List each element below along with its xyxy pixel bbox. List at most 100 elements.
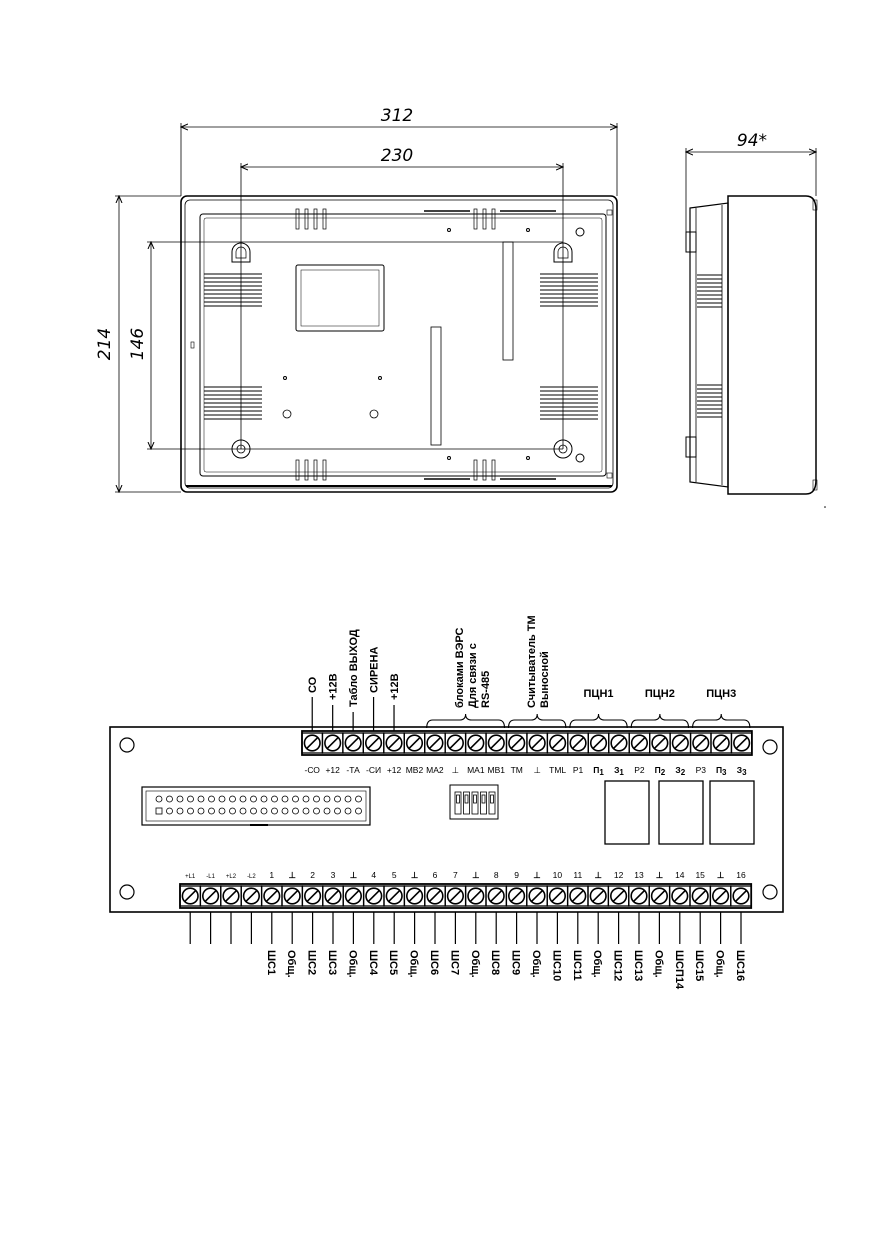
bottom-terminal-number: 5 xyxy=(392,870,397,880)
bottom-terminal-number: ⊥ xyxy=(533,870,541,880)
wire-label: ШС12 xyxy=(612,950,624,981)
group-label: Табло ВЫХОД xyxy=(348,629,360,707)
group-label: блоками ВЭРС xyxy=(454,628,466,708)
bottom-terminal-number: 3 xyxy=(331,870,336,880)
wire-label: Общ. xyxy=(652,950,664,978)
top-terminal-0: -СО xyxy=(301,732,324,775)
bottom-terminal-number: 12 xyxy=(614,870,624,880)
wire-label: ШС1 xyxy=(265,950,277,975)
top-terminal-label: MA2 xyxy=(426,765,444,775)
wire-label: Общ. xyxy=(714,950,726,978)
wire-label: ШС13 xyxy=(632,950,644,981)
wire-label: ШС7 xyxy=(448,950,460,975)
top-terminal-2: -ТА xyxy=(342,732,364,775)
front-dimensions xyxy=(115,123,617,492)
dim-depth: 94* xyxy=(737,131,767,151)
wire-label: ШС4 xyxy=(367,950,379,976)
top-terminal-8: MA1 xyxy=(464,732,487,775)
dim-height-total: 214 xyxy=(95,328,115,360)
top-terminal-label: П3 xyxy=(716,765,727,777)
top-terminal-label: -СО xyxy=(305,765,321,775)
top-terminal-21: З3 xyxy=(730,732,753,777)
bottom-terminal-number: 9 xyxy=(514,870,519,880)
top-terminal-label: P1 xyxy=(573,765,584,775)
top-terminal-label: TM xyxy=(511,765,523,775)
top-terminal-12: TML xyxy=(546,732,569,775)
top-terminal-label: MB1 xyxy=(488,765,506,775)
wire-label: ШС3 xyxy=(326,950,338,975)
bottom-terminal-20: ⊥Общ. xyxy=(587,870,610,978)
group-label: СИРЕНА xyxy=(369,647,381,693)
wire-label: ШС11 xyxy=(571,950,583,981)
wire-label: ШС16 xyxy=(734,950,746,981)
group-label: СО xyxy=(307,676,319,693)
bottom-terminal-number: ⊥ xyxy=(656,870,664,880)
top-terminal-label: ⊥ xyxy=(452,765,460,775)
wire-label: ШС6 xyxy=(428,950,440,975)
top-terminal-label: З3 xyxy=(737,765,747,777)
bottom-terminal-3: -L2 xyxy=(240,874,263,944)
wire-label: ШС9 xyxy=(510,950,522,975)
top-terminal-label: P3 xyxy=(696,765,707,775)
bottom-terminal-17: ⊥Общ. xyxy=(526,870,548,978)
top-terminal-label: П2 xyxy=(655,765,666,777)
wire-label: Общ. xyxy=(469,950,481,978)
bottom-terminal-11: ⊥Общ. xyxy=(403,870,426,978)
bottom-terminal-number: 16 xyxy=(736,870,746,880)
side-dimensions xyxy=(686,148,816,232)
top-terminal-4: +12 xyxy=(383,732,405,775)
wire-label: ШС15 xyxy=(693,950,705,981)
bottom-terminal-number: ⊥ xyxy=(594,870,602,880)
bottom-terminal-number: 14 xyxy=(675,870,685,880)
terminal-board xyxy=(109,726,784,913)
bottom-terminal-number: 15 xyxy=(695,870,705,880)
top-terminal-18: З2 xyxy=(669,732,692,777)
wire-label: ШС8 xyxy=(489,950,501,975)
bottom-terminal-number: -L1 xyxy=(206,874,215,880)
bottom-terminal-1: -L1 xyxy=(199,874,222,944)
bottom-terminal-number: ⊥ xyxy=(350,870,358,880)
top-terminal-5: MB2 xyxy=(403,732,426,775)
top-terminal-label: +12 xyxy=(325,765,340,775)
top-terminal-6: MA2 xyxy=(424,732,446,775)
dim-width-total: 312 xyxy=(381,106,413,126)
bottom-terminal-number: 8 xyxy=(494,870,499,880)
wire-label: ШСП14 xyxy=(673,950,685,990)
group-label: Выносной xyxy=(539,651,551,708)
bottom-terminal-number: ⊥ xyxy=(472,870,480,880)
wire-label: ШС2 xyxy=(306,950,318,975)
top-terminal-label: З2 xyxy=(675,765,685,777)
group-label: ПЦН1 xyxy=(584,688,614,700)
top-terminal-label: TML xyxy=(549,765,566,775)
top-terminal-label: П1 xyxy=(593,765,604,777)
top-terminal-label: MB2 xyxy=(406,765,424,775)
group-label: ПЦН3 xyxy=(706,688,736,700)
top-terminal-10: TM xyxy=(505,732,528,775)
front-view xyxy=(180,195,618,493)
bottom-terminal-number: +L2 xyxy=(226,874,237,880)
wire-label: Общ. xyxy=(285,950,297,978)
bottom-terminal-14: ⊥ Общ. xyxy=(464,870,487,978)
top-terminal-label: -СИ xyxy=(366,765,381,775)
bottom-terminal-26: ⊥Общ. xyxy=(709,870,732,978)
top-terminal-13: P1 xyxy=(567,732,589,775)
side-view xyxy=(685,195,818,495)
top-terminal-9: MB1 xyxy=(485,732,508,775)
top-terminal-label: -ТА xyxy=(346,765,360,775)
wire-label: Общ. xyxy=(408,950,420,978)
